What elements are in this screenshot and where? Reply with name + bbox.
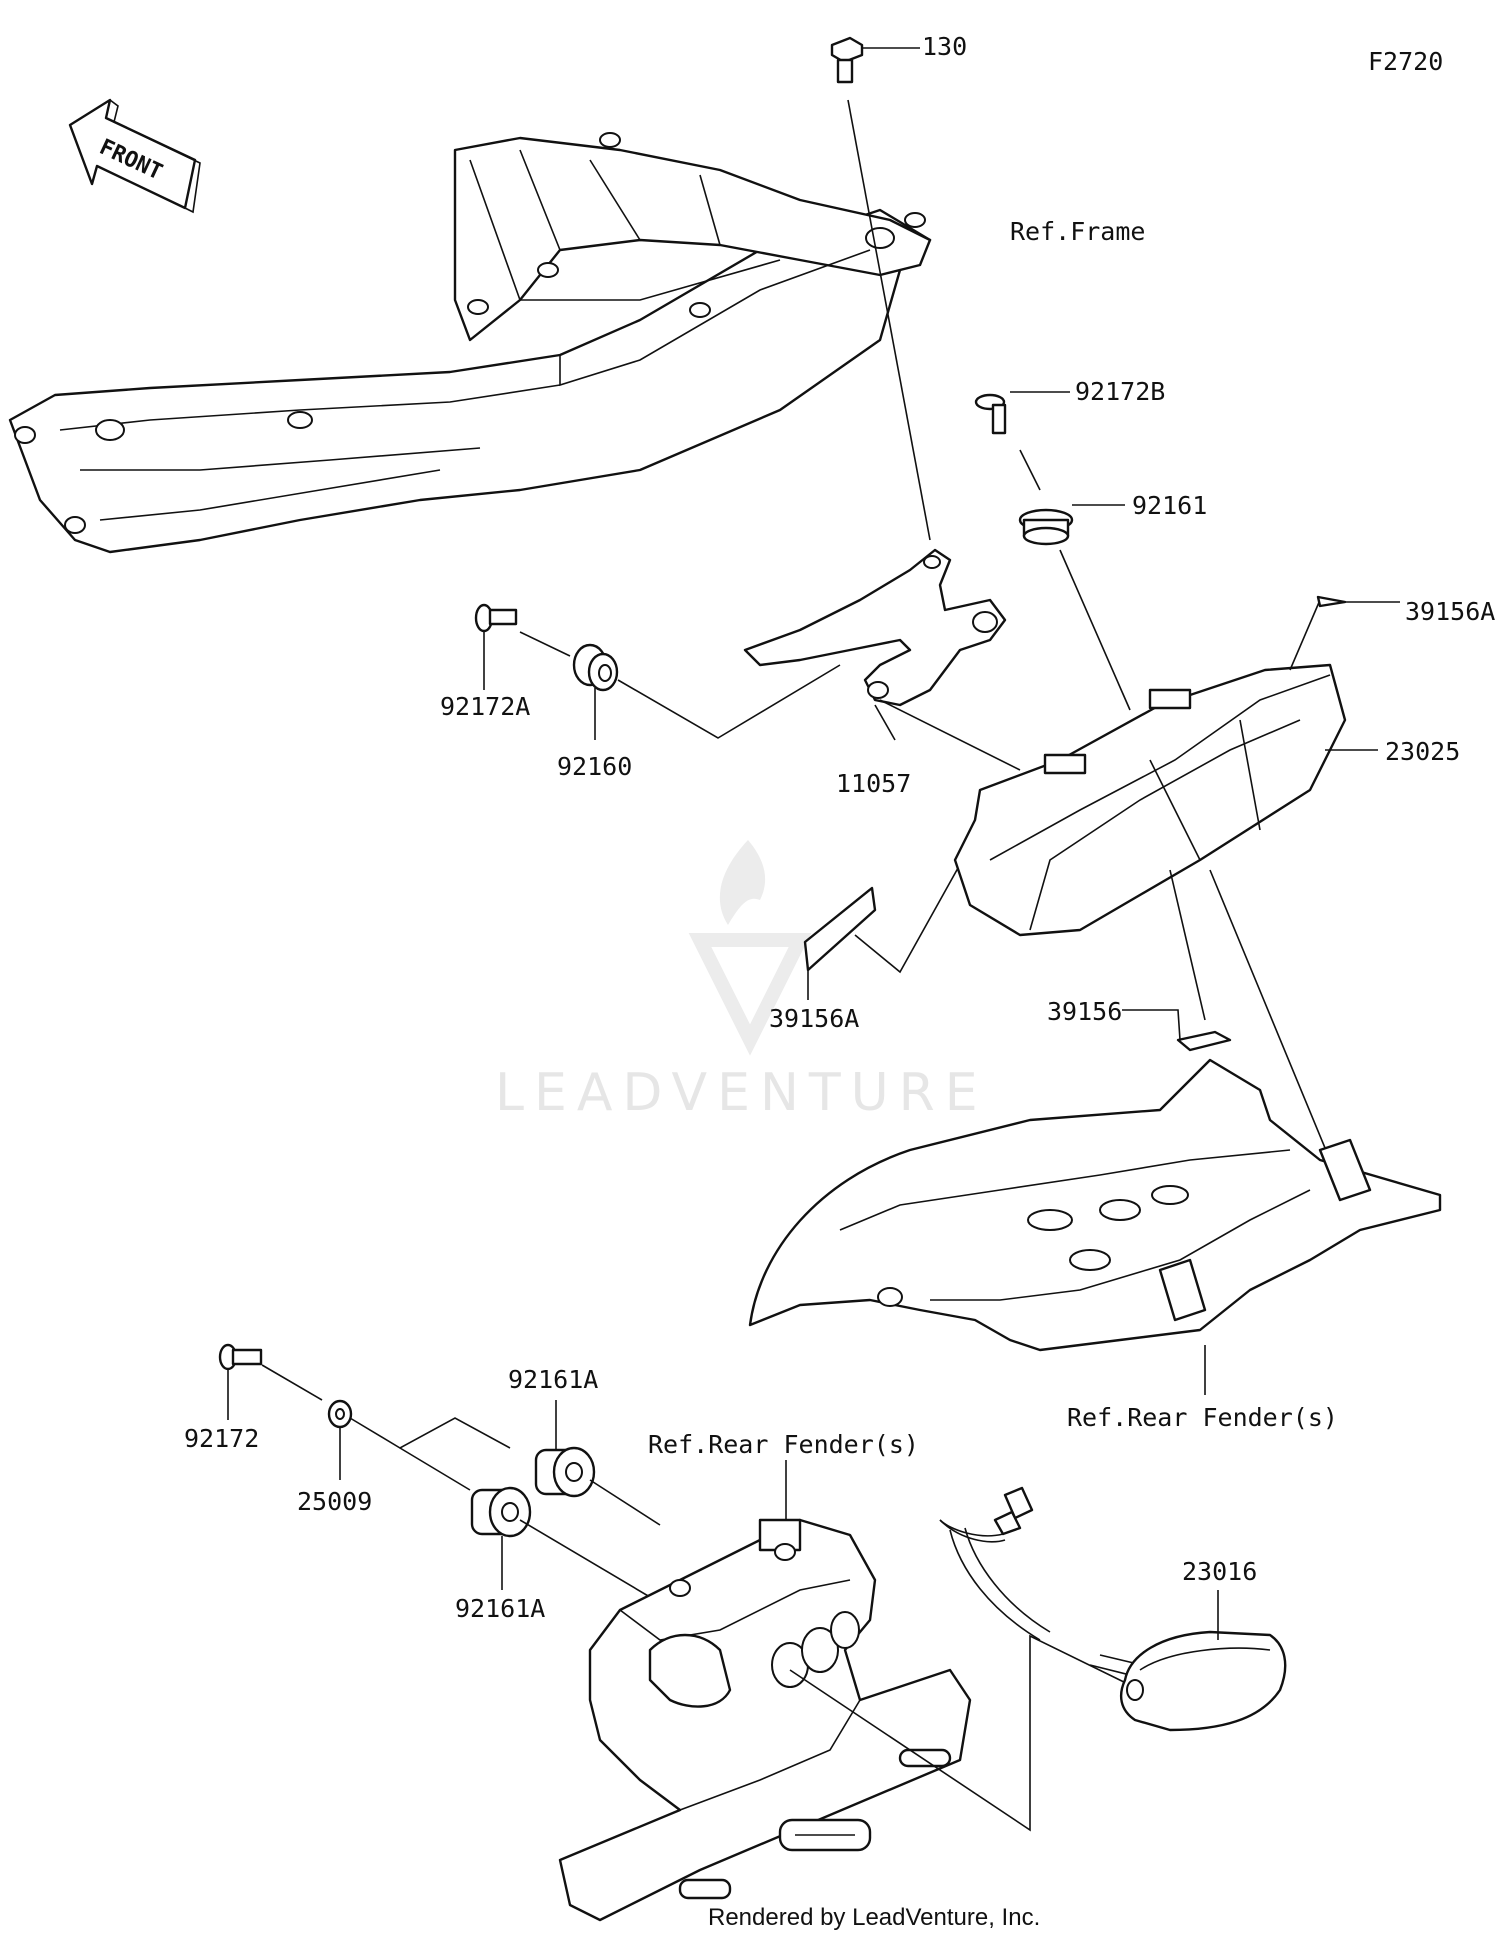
bracket-mount-hole — [669, 1579, 691, 1597]
tail-lamp-23025 — [854, 599, 1378, 1161]
bracket-hole — [923, 555, 941, 569]
screw-92172 — [218, 1343, 323, 1420]
callout-23016: 23016 — [1182, 1557, 1257, 1586]
bracket-11057 — [743, 548, 1021, 771]
fender-hole — [1099, 1199, 1141, 1221]
front-arrow-icon: FRONT — [68, 98, 201, 214]
callout-39156: 39156 — [1047, 997, 1122, 1026]
rear-fender-bracket — [558, 1460, 1131, 1922]
watermark: LEADVENTURE — [495, 840, 988, 1123]
callout-ref-rear-fender-2: Ref.Rear Fender(s) — [648, 1430, 919, 1459]
grommet-92161A-top — [534, 1400, 661, 1526]
label-39156 — [1122, 1009, 1232, 1052]
bracket-mount-hole — [774, 1543, 796, 1561]
callout-92172: 92172 — [184, 1424, 259, 1453]
fender-hole — [1027, 1209, 1073, 1231]
frame-mount-hole — [865, 227, 895, 249]
label-39156A-mid — [803, 886, 877, 1000]
callout-ref-frame: Ref.Frame — [1010, 217, 1145, 246]
washer-25009 — [327, 1399, 511, 1491]
rear-fender-upper — [748, 1058, 1442, 1395]
frame-mount-hole — [904, 212, 926, 228]
frame-mount-hole — [537, 262, 559, 278]
callout-130: 130 — [922, 32, 967, 61]
bracket-opening — [648, 1633, 732, 1708]
fender-hole — [1151, 1185, 1189, 1205]
footer-credit: Rendered by LeadVenture, Inc. — [708, 1904, 1040, 1931]
grommet-92161 — [1018, 504, 1131, 711]
fender-hole — [877, 1287, 903, 1307]
label-39156A-top — [1316, 595, 1400, 608]
grommet-92161A-bottom — [470, 1486, 656, 1601]
bracket-hole — [867, 681, 889, 699]
frame-mount-hole — [95, 419, 125, 441]
callout-ref-rear-fender-1: Ref.Rear Fender(s) — [1067, 1403, 1338, 1432]
fender-hole — [1069, 1249, 1111, 1271]
frame-mount-hole — [689, 302, 711, 318]
frame-assembly — [8, 132, 932, 554]
diagram-code: F2720 — [1368, 47, 1443, 76]
frame-mount-hole — [599, 132, 621, 148]
callout-92161A-top: 92161A — [508, 1365, 598, 1394]
callout-25009: 25009 — [297, 1487, 372, 1516]
screw-92172A — [474, 603, 571, 690]
bracket-round-hole — [830, 1611, 860, 1649]
callout-39156A-mid: 39156A — [769, 1004, 859, 1033]
frame-mount-hole — [64, 516, 86, 534]
callout-92160: 92160 — [557, 752, 632, 781]
bolt-130 — [830, 36, 931, 541]
callout-11057: 11057 — [836, 769, 911, 798]
callout-92161A-bottom: 92161A — [455, 1594, 545, 1623]
frame-mount-hole — [467, 299, 489, 315]
license-lamp-23016 — [939, 1486, 1287, 1732]
bracket-round-hole — [801, 1627, 839, 1673]
frame-mount-hole — [287, 411, 313, 429]
callout-92172B: 92172B — [1075, 377, 1165, 406]
callout-39156A-top: 39156A — [1405, 597, 1495, 626]
callout-92161: 92161 — [1132, 491, 1207, 520]
callout-92172A: 92172A — [440, 692, 530, 721]
callout-labels: 130 Ref.Frame 92172B 92161 39156A 23025 … — [184, 32, 1495, 1623]
screw-92172B — [974, 391, 1070, 491]
callout-23025: 23025 — [1385, 737, 1460, 766]
watermark-text: LEADVENTURE — [495, 1063, 988, 1123]
frame-mount-hole — [14, 426, 36, 444]
watermark-logo-icon — [688, 840, 812, 1056]
grommet-92160 — [572, 643, 841, 740]
bracket-hole — [972, 611, 998, 633]
